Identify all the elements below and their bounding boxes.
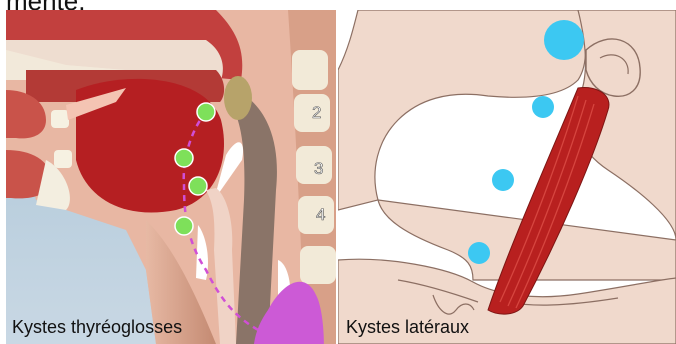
cyst-marker-2	[532, 96, 554, 118]
thyroglossal-cyst-illustration: 2 3 4 Kystes thyréoglosses	[6, 10, 336, 344]
lateral-cyst-illustration: Kystes latéraux	[338, 10, 676, 344]
adenoid	[224, 76, 252, 120]
cyst-marker-4	[468, 242, 490, 264]
cyst-marker-3	[492, 169, 514, 191]
cyst-marker-3	[189, 177, 207, 195]
sagittal-head-drawing: 2 3 4	[6, 10, 336, 344]
lateral-neck-drawing	[338, 10, 676, 344]
lower-tooth	[54, 150, 72, 168]
cyst-marker-2	[175, 149, 193, 167]
panel-label-lateral: Kystes latéraux	[346, 317, 469, 338]
cyst-marker-1	[197, 103, 215, 121]
upper-tooth	[51, 110, 69, 128]
cyst-marker-1	[544, 20, 584, 60]
vertebra-label-3: 3	[314, 159, 323, 178]
vertebra-1	[292, 50, 328, 90]
vertebra-label-2: 2	[312, 103, 321, 122]
panel-label-thyroglossal: Kystes thyréoglosses	[12, 317, 182, 338]
vertebra-label-4: 4	[316, 205, 325, 224]
vertebra-5	[300, 246, 336, 284]
cyst-marker-4	[175, 217, 193, 235]
